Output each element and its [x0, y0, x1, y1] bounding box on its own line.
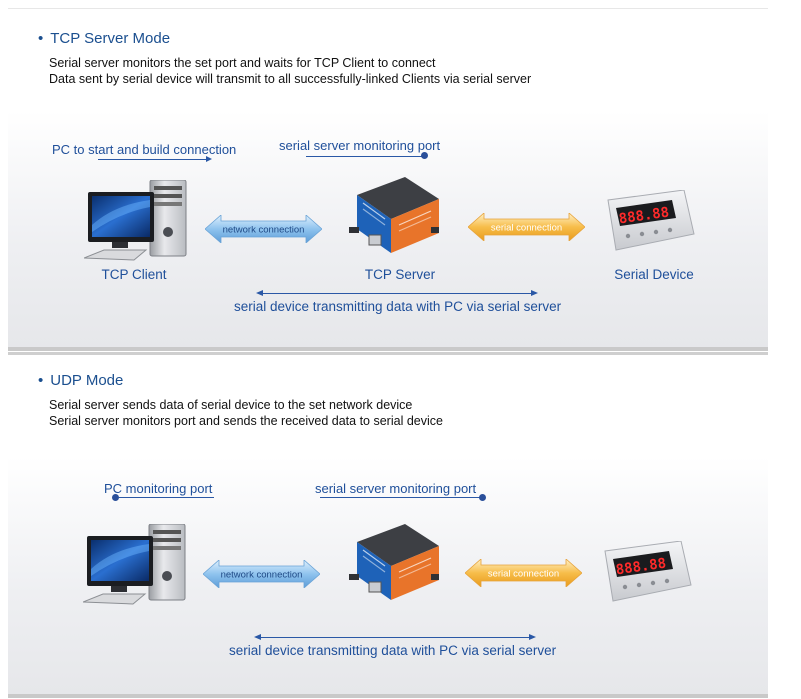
tcp-client-label: TCP Client — [101, 267, 167, 282]
tcp-serial-connection-arrow-icon: serial connection — [468, 213, 585, 241]
udp-server-port-label: serial server monitoring port — [315, 481, 477, 496]
tcp-bottom-arrow-left-icon — [256, 290, 263, 296]
tcp-serial-connection-text: serial connection — [491, 223, 562, 234]
udp-device-display-value: 888.88 — [615, 556, 667, 579]
udp-server-port-pointer-line — [320, 497, 481, 498]
udp-pc-port-pointer-line — [118, 497, 214, 498]
panel-divider — [8, 347, 768, 351]
tcp-network-connection-arrow-icon: network connection — [205, 215, 322, 243]
udp-serial-connection-text: serial connection — [488, 569, 559, 580]
tcp-pc-pointer-line — [98, 159, 206, 160]
udp-pc-port-dot-icon — [112, 494, 119, 501]
tcp-server-label: TCP Server — [364, 267, 436, 282]
tcp-desc-2: Data sent by serial device will transmit… — [49, 72, 532, 86]
udp-serial-server-icon — [349, 524, 439, 600]
panel-bottom-edge — [8, 694, 768, 698]
udp-bottom-arrow-left-icon — [254, 634, 261, 640]
udp-pc-icon — [83, 524, 186, 605]
udp-network-connection-text: network connection — [221, 570, 303, 581]
tcp-serial-device-icon: 888.88 — [607, 190, 695, 251]
tcp-device-display-value: 888.88 — [618, 205, 670, 228]
tcp-bottom-arrow-right-icon — [531, 290, 538, 296]
udp-pc-port-label: PC monitoring port — [104, 481, 213, 496]
tcp-network-connection-text: network connection — [223, 225, 305, 236]
tcp-serial-device-label: Serial Device — [614, 267, 694, 282]
tcp-server-mode-panel — [8, 8, 768, 348]
udp-bottom-arrow-right-icon — [529, 634, 536, 640]
udp-heading: • UDP Mode — [38, 372, 123, 389]
bullet-icon: • — [38, 30, 44, 47]
udp-bottom-arrow-line — [260, 637, 530, 638]
udp-network-connection-arrow-icon: network connection — [203, 560, 320, 588]
tcp-pc-icon — [84, 180, 187, 261]
tcp-server-port-dot-icon — [421, 152, 428, 159]
udp-serial-device-icon: 888.88 — [604, 541, 692, 602]
tcp-heading: • TCP Server Mode — [38, 30, 170, 47]
udp-server-port-dot-icon — [479, 494, 486, 501]
tcp-serial-server-icon — [349, 177, 439, 253]
bullet-icon: • — [38, 372, 44, 389]
tcp-bottom-arrow-line — [262, 293, 532, 294]
udp-serial-connection-arrow-icon: serial connection — [465, 559, 582, 587]
udp-desc-2: Serial server monitors port and sends th… — [49, 414, 443, 428]
tcp-pc-pointer-arrow-icon — [206, 156, 212, 162]
udp-bottom-label: serial device transmitting data with PC … — [229, 643, 557, 658]
tcp-heading-text: TCP Server Mode — [50, 30, 171, 47]
tcp-desc-1: Serial server monitors the set port and … — [49, 56, 436, 70]
udp-heading-text: UDP Mode — [50, 372, 124, 389]
tcp-server-port-label: serial server monitoring port — [279, 138, 441, 153]
tcp-server-port-pointer-line — [306, 156, 424, 157]
tcp-bottom-label: serial device transmitting data with PC … — [234, 299, 562, 314]
udp-desc-1: Serial server sends data of serial devic… — [49, 398, 413, 412]
tcp-pc-label: PC to start and build connection — [52, 142, 237, 157]
